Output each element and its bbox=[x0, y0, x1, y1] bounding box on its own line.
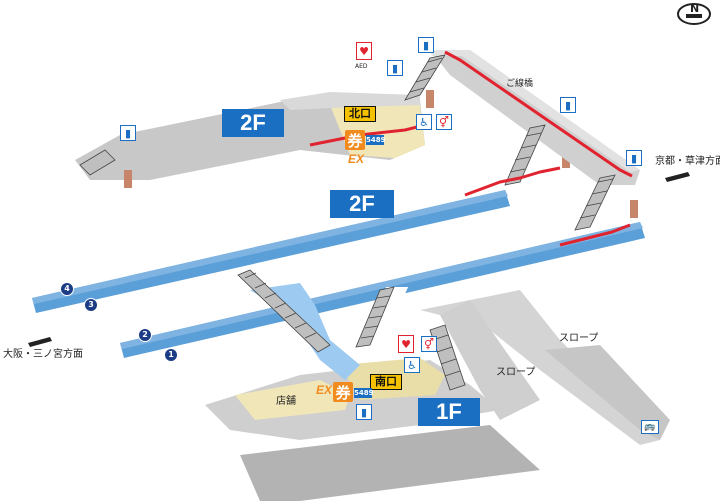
stairs-bridge-1 bbox=[404, 54, 446, 101]
aed-label-2f: AED bbox=[355, 63, 368, 70]
ticket-5489-2f: 5489 bbox=[366, 135, 386, 145]
stairs-bridge-3 bbox=[574, 174, 616, 231]
toilet-icon: ⚥ bbox=[421, 336, 437, 352]
elevator-icon: ▮ bbox=[560, 97, 576, 113]
overpass-bridge bbox=[430, 50, 640, 185]
slope-mid-ramp bbox=[440, 300, 540, 420]
lower-road-block bbox=[240, 425, 540, 501]
ticket-machine-2f: 券 bbox=[345, 130, 365, 150]
aed-heart-icon: ♥ bbox=[356, 42, 372, 60]
stairs-1f-south bbox=[429, 324, 466, 391]
platform-3: 3 bbox=[84, 298, 98, 312]
slope-label-2: スロープ bbox=[496, 367, 536, 378]
direction-osaka: 大阪・三ノ宮方面 bbox=[3, 349, 83, 360]
floor-tag-upper-2f: 2F bbox=[222, 109, 284, 137]
elevator-icon: ▮ bbox=[626, 150, 642, 166]
elevator-icon: ▮ bbox=[356, 404, 372, 420]
floor-tag-1f: 1F bbox=[418, 398, 480, 426]
compass-letter: N bbox=[690, 2, 700, 15]
overpass-bridge-top bbox=[430, 50, 640, 172]
stairs-bridge-2 bbox=[504, 124, 546, 186]
aed-heart-icon: ♥ bbox=[398, 335, 414, 353]
stairs-to-1f-left bbox=[237, 269, 331, 353]
elevator-icon: ▮ bbox=[418, 37, 434, 53]
bus-icon: 🚌 bbox=[641, 420, 659, 434]
elevator-icon: ▮ bbox=[387, 60, 403, 76]
arrow-kyoto bbox=[665, 172, 690, 182]
slope-right-structure bbox=[420, 290, 660, 445]
ticket-machine-1f: 券 bbox=[333, 382, 353, 402]
slope-right-ramp bbox=[545, 345, 670, 440]
north-exit-sign: 北口 bbox=[344, 106, 376, 122]
platform-2: 2 bbox=[138, 328, 152, 342]
shop-label: 店舗 bbox=[276, 396, 296, 407]
direction-kyoto: 京都・草津方面 bbox=[655, 156, 720, 167]
wheelchair-icon: ♿ bbox=[416, 114, 432, 130]
toilet-icon: ⚥ bbox=[436, 114, 452, 130]
ex-logo-2f: EX bbox=[348, 152, 365, 166]
ticket-5489-1f: 5489 bbox=[354, 388, 374, 398]
south-exit-sign: 南口 bbox=[370, 374, 402, 390]
compass-icon bbox=[677, 3, 711, 25]
elevator-icon: ▮ bbox=[120, 125, 136, 141]
2f-lower-platform-top bbox=[120, 222, 643, 349]
ex-logo-1f: EX bbox=[316, 383, 333, 397]
2f-concourse-top bbox=[280, 92, 420, 110]
bridge-label: ご線橋 bbox=[506, 79, 534, 89]
platform-4: 4 bbox=[60, 282, 74, 296]
stairs-west-end bbox=[79, 149, 116, 176]
2f-upper-platform-top bbox=[32, 190, 508, 304]
accessible-route bbox=[309, 50, 633, 247]
wheelchair-icon: ♿ bbox=[404, 357, 420, 373]
platform-1: 1 bbox=[164, 348, 178, 362]
floor-tag-middle-2f: 2F bbox=[330, 190, 394, 218]
slope-label-1: スロープ bbox=[559, 333, 599, 344]
stairs-to-1f-right bbox=[355, 286, 395, 348]
arrow-osaka bbox=[28, 337, 52, 347]
1f-shop-area bbox=[235, 380, 350, 420]
